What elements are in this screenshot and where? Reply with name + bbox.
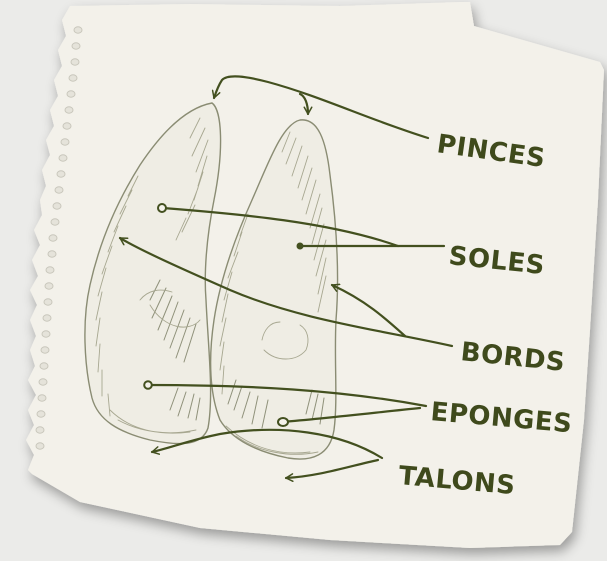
soles-ring-marker (158, 204, 166, 212)
eponges-ring-marker (144, 381, 152, 389)
soles-dot-marker (297, 243, 304, 250)
eponges-ring-marker-right (278, 418, 288, 426)
